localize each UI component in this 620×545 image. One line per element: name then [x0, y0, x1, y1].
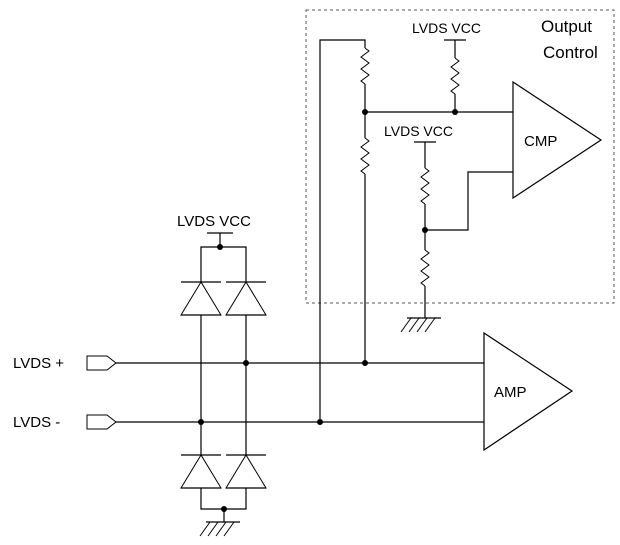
- amp-label: AMP: [494, 384, 527, 401]
- port-connector-icon: [86, 414, 117, 430]
- ground-icon: [199, 521, 240, 537]
- lvds-minus-label: LVDS -: [13, 414, 60, 431]
- diode-top-rail: [200, 246, 247, 282]
- vcc-label-mid: LVDS VCC: [384, 123, 453, 139]
- amplifier-icon: [483, 331, 574, 452]
- resistor-icon: [360, 137, 370, 175]
- junction-dot: [362, 360, 368, 366]
- comparator-icon: [512, 80, 603, 200]
- diode-icon: [180, 281, 222, 316]
- resistor-icon: [420, 249, 430, 287]
- resistor-icon: [420, 167, 430, 205]
- cmp-minus-input-wire: [425, 171, 513, 231]
- junction-dot: [362, 109, 368, 115]
- port-connector-icon: [86, 355, 117, 371]
- vcc-label-left: LVDS VCC: [177, 213, 251, 230]
- output-control-title-line2: Control: [543, 43, 598, 62]
- output-control-title-line1: Output: [541, 17, 592, 36]
- ground-icon: [400, 317, 441, 333]
- diode-icon: [180, 454, 222, 489]
- vcc-label-top: LVDS VCC: [412, 20, 481, 36]
- feedback-wire-left: [319, 39, 366, 420]
- diode-icon: [225, 281, 267, 316]
- diode-bottom-rail: [200, 488, 247, 510]
- resistor-icon: [450, 57, 460, 95]
- diode-icon: [225, 454, 267, 489]
- cmp-label: CMP: [524, 133, 557, 150]
- junction-dot: [452, 109, 458, 115]
- resistor-icon: [360, 47, 370, 85]
- junction-dot: [317, 419, 323, 425]
- lvds-plus-label: LVDS +: [13, 355, 64, 372]
